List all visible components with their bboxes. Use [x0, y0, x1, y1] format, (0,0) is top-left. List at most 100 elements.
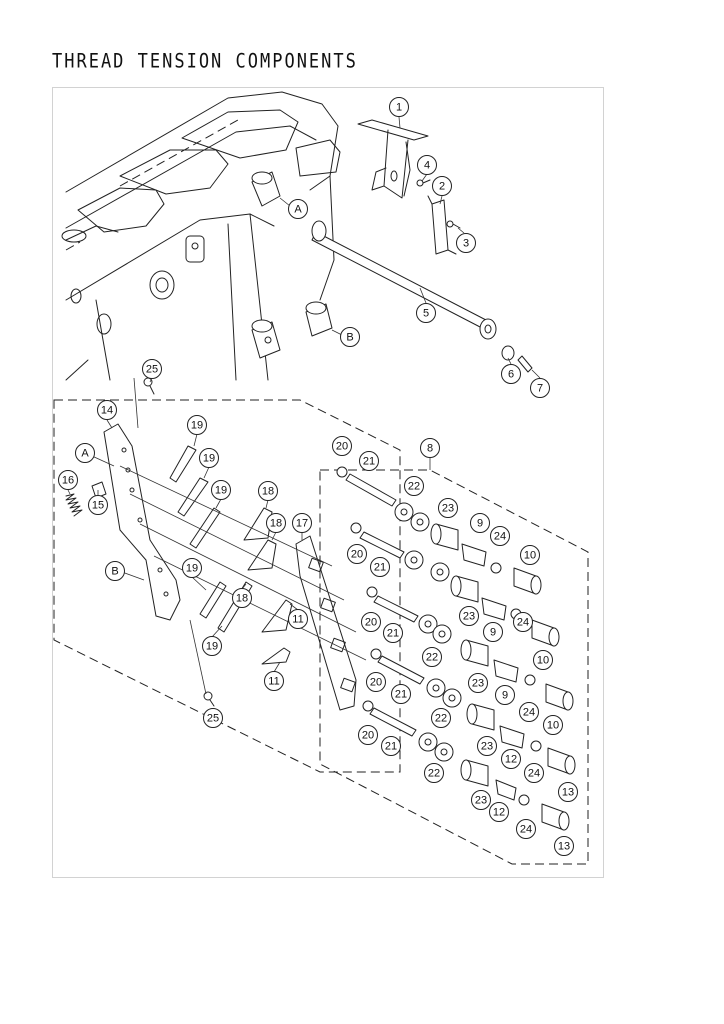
callout-18: 18 — [232, 588, 252, 608]
callout-number: 22 — [428, 768, 440, 780]
callout-circle — [211, 480, 231, 500]
callout-number: 24 — [528, 768, 540, 780]
callout-circle — [203, 708, 223, 728]
callout-number: 4 — [424, 160, 430, 172]
callout-number: 22 — [435, 713, 447, 725]
callout-circle — [266, 513, 286, 533]
callout-20: 20 — [361, 612, 381, 632]
callout-circle — [258, 481, 278, 501]
callout-11: 11 — [264, 671, 284, 691]
tension-shaft — [311, 220, 497, 340]
screw-25-bottom — [203, 691, 215, 707]
callout-circle — [391, 684, 411, 704]
callout-circle — [75, 443, 95, 463]
callout-circle — [417, 155, 437, 175]
callout-circle — [404, 476, 424, 496]
callout-25: 25 — [142, 359, 162, 379]
callout-number: 20 — [351, 549, 363, 561]
callout-number: 18 — [262, 486, 274, 498]
callout-circle — [459, 606, 479, 626]
callout-12: 12 — [501, 749, 521, 769]
callout-number: 20 — [365, 617, 377, 629]
callout-circle — [470, 513, 490, 533]
callout-23: 23 — [438, 498, 458, 518]
callout-circle — [288, 609, 308, 629]
callout-24: 24 — [524, 763, 544, 783]
guide-screw-3 — [446, 220, 461, 229]
callout-number: 13 — [558, 841, 570, 853]
callout-19: 19 — [199, 448, 219, 468]
callout-4: 4 — [417, 155, 437, 175]
callout-number: 20 — [336, 441, 348, 453]
callout-9: 9 — [483, 622, 503, 642]
callout-circle — [358, 725, 378, 745]
callout-circle — [182, 558, 202, 578]
callout-number: 22 — [426, 652, 438, 664]
callout-circle — [383, 623, 403, 643]
callout-21: 21 — [370, 557, 390, 577]
callout-circle — [477, 736, 497, 756]
callout-17: 17 — [292, 513, 312, 533]
callout-circle — [420, 438, 440, 458]
callout-number: 21 — [385, 741, 397, 753]
callout-number: 12 — [505, 754, 517, 766]
callout-number: 20 — [370, 677, 382, 689]
dashed-box-left — [53, 399, 401, 773]
callout-number: 10 — [537, 655, 549, 667]
collar-6 — [501, 345, 515, 361]
callout-circle — [332, 436, 352, 456]
callout-number: 23 — [442, 503, 454, 515]
callout-circle — [456, 233, 476, 253]
callout-circle — [554, 836, 574, 856]
callout-number: 22 — [408, 481, 420, 493]
callout-2: 2 — [432, 176, 452, 196]
callout-circle — [366, 672, 386, 692]
callout-21: 21 — [391, 684, 411, 704]
callout-11: 11 — [288, 609, 308, 629]
callout-B: B — [340, 327, 360, 347]
callout-number: 3 — [463, 238, 469, 250]
callout-20: 20 — [366, 672, 386, 692]
callout-number: 19 — [215, 485, 227, 497]
callout-25: 25 — [203, 708, 223, 728]
callout-20: 20 — [358, 725, 378, 745]
callout-15: 15 — [88, 495, 108, 515]
bracket-screw-4 — [416, 179, 431, 187]
mounting-plate-14 — [103, 423, 181, 621]
callout-circle — [347, 544, 367, 564]
thread-guide-2 — [427, 195, 457, 255]
callout-number: 9 — [477, 518, 483, 530]
callout-23: 23 — [477, 736, 497, 756]
callout-circle — [340, 327, 360, 347]
callout-number: 20 — [362, 730, 374, 742]
callout-circle — [501, 749, 521, 769]
callout-circle — [232, 588, 252, 608]
page-title: THREAD TENSION COMPONENTS — [52, 50, 358, 73]
callout-circle — [495, 685, 515, 705]
callout-1: 1 — [389, 97, 409, 117]
callout-24: 24 — [490, 526, 510, 546]
callout-19: 19 — [202, 636, 222, 656]
callout-number: 23 — [481, 741, 493, 753]
callout-13: 13 — [558, 782, 578, 802]
tension-assembly-rows — [336, 466, 576, 831]
spring-16 — [65, 493, 83, 517]
callout-10: 10 — [543, 715, 563, 735]
callout-circle — [288, 199, 308, 219]
callout-number: A — [294, 204, 302, 216]
callout-20: 20 — [347, 544, 367, 564]
callout-13: 13 — [554, 836, 574, 856]
callout-circle — [88, 495, 108, 515]
callout-A: A — [75, 443, 95, 463]
callout-19: 19 — [187, 415, 207, 435]
screw-7 — [517, 355, 533, 373]
callout-circle — [438, 498, 458, 518]
callout-5: 5 — [416, 303, 436, 323]
callout-number: 24 — [517, 617, 529, 629]
callout-circle — [520, 545, 540, 565]
callout-3: 3 — [456, 233, 476, 253]
bushing-b — [305, 301, 333, 337]
bushing-lower — [251, 319, 281, 359]
callout-number: 5 — [423, 308, 429, 320]
callout-18: 18 — [266, 513, 286, 533]
